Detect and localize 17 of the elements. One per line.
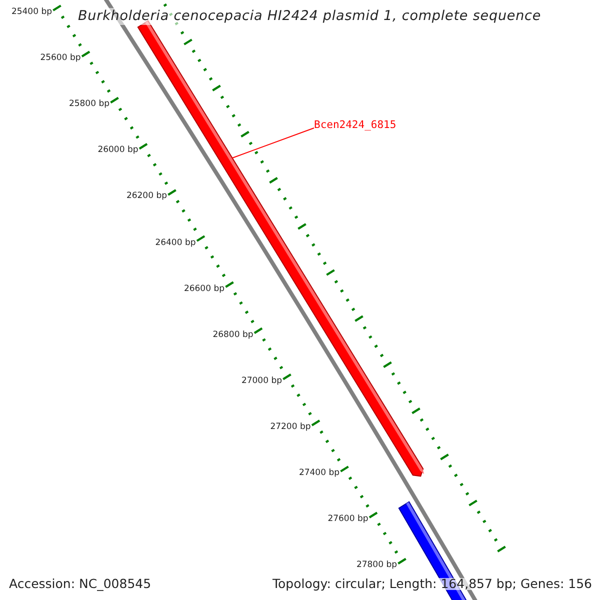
- position-label: 26200 bp: [126, 192, 167, 201]
- accession-text: Accession: NC_008545: [9, 578, 152, 590]
- position-label: 26000 bp: [98, 146, 138, 155]
- position-label: 27400 bp: [298, 469, 340, 478]
- position-label: 27000 bp: [241, 376, 282, 386]
- position-label: 25600 bp: [40, 54, 81, 63]
- position-label: 25800 bp: [68, 100, 110, 109]
- position-label: 27600 bp: [328, 515, 368, 524]
- position-label: 26800 bp: [212, 330, 254, 340]
- sequence-info-text: Topology: circular; Length: 164,857 bp; Genes: 156: [272, 578, 592, 590]
- diagram-title: Burkholderia cenocepacia HI2424 plasmid 1, complete sequence: [78, 8, 542, 25]
- position-label: 27200 bp: [270, 422, 311, 432]
- position-label: 25400 bp: [11, 8, 52, 16]
- gene-label: Bcen2424_6815: [314, 119, 396, 132]
- position-label: 26400 bp: [155, 238, 196, 247]
- position-label: 26600 bp: [184, 284, 224, 294]
- leader-line: [232, 128, 314, 158]
